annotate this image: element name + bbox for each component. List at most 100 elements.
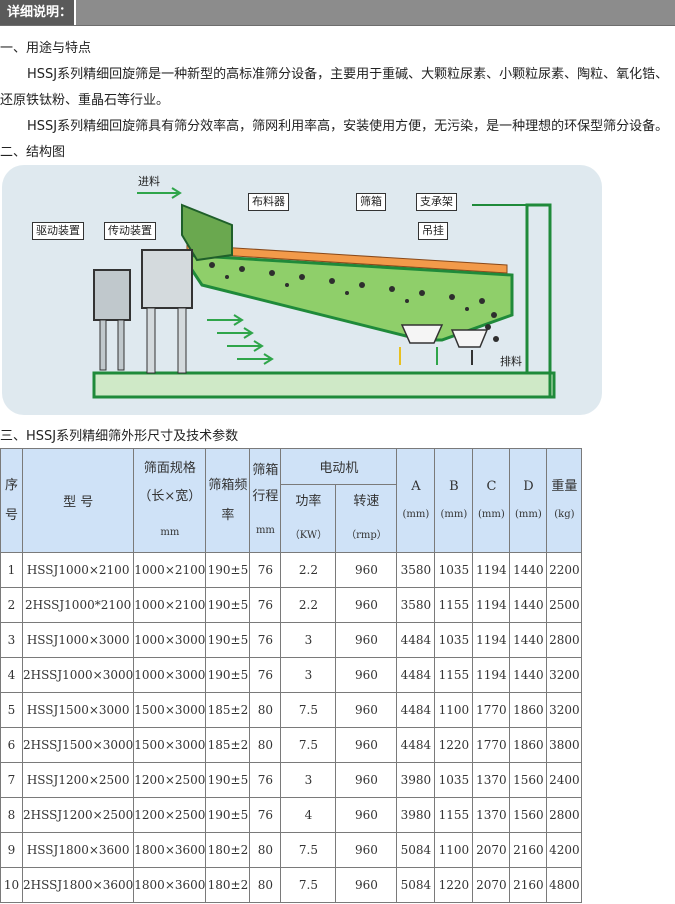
section-1-para-1-line-2: 还原铁钛粉、重晶石等行业。 xyxy=(0,93,170,108)
cell-c: 1194 xyxy=(472,622,511,658)
label-drive-device: 驱动装置 xyxy=(32,222,84,240)
cell-a: 4484 xyxy=(396,692,436,728)
header-weight-label: 重量 xyxy=(551,478,578,494)
cell-frequency: 185±2 xyxy=(205,727,251,763)
header-power: 功率 （KW） xyxy=(280,484,337,553)
header-c-label: C xyxy=(486,478,497,494)
screen-box-body xyxy=(179,253,514,342)
label-distributor: 布料器 xyxy=(248,193,289,211)
cell-speed: 960 xyxy=(335,657,398,693)
cell-d: 2160 xyxy=(509,832,548,868)
cell-frequency: 180±2 xyxy=(205,832,251,868)
header-b: B (mm) xyxy=(434,448,474,553)
cell-screen-size: 1800×3600 xyxy=(133,867,207,903)
cell-seq: 3 xyxy=(0,622,23,658)
cell-weight: 3200 xyxy=(546,657,583,693)
cell-weight: 2400 xyxy=(546,762,583,798)
cell-stroke: 80 xyxy=(249,867,282,903)
section-header-bar: 详细说明： xyxy=(0,0,675,26)
cell-d: 1440 xyxy=(509,587,548,623)
cell-a: 3980 xyxy=(396,762,436,798)
cell-a: 3580 xyxy=(396,552,436,588)
header-a: A (mm) xyxy=(396,448,436,553)
cell-d: 1440 xyxy=(509,657,548,693)
cell-b: 1155 xyxy=(434,797,474,833)
transmission-box xyxy=(141,249,193,309)
header-screen-size-unit: mm xyxy=(160,526,180,538)
cell-stroke: 76 xyxy=(249,797,282,833)
cell-speed: 960 xyxy=(335,552,398,588)
cell-speed: 960 xyxy=(335,797,398,833)
header-screen-size: 筛面规格（长×宽） mm xyxy=(133,448,207,553)
feed-chute xyxy=(181,203,233,262)
header-weight: 重量 (kg) xyxy=(546,448,583,553)
cell-d: 1440 xyxy=(509,622,548,658)
cell-power: 2.2 xyxy=(280,552,337,588)
cell-weight: 4800 xyxy=(546,867,583,903)
section-1-title: 一、用途与特点 xyxy=(0,41,92,56)
cell-power: 3 xyxy=(280,622,337,658)
header-d-unit: (mm) xyxy=(515,508,542,520)
header-a-unit: (mm) xyxy=(402,508,430,520)
cell-power: 3 xyxy=(280,762,337,798)
cell-weight: 2500 xyxy=(546,587,583,623)
cell-speed: 960 xyxy=(335,587,398,623)
cell-seq: 4 xyxy=(0,657,23,693)
header-weight-unit: (kg) xyxy=(554,508,575,520)
cell-b: 1035 xyxy=(434,762,474,798)
header-seq: 序号 xyxy=(0,448,23,553)
header-d-label: D xyxy=(523,478,534,494)
label-discharge: 排料 xyxy=(500,355,522,368)
header-power-unit: （KW） xyxy=(289,529,328,541)
structure-diagram-drawing xyxy=(92,187,556,399)
discharge-arrows xyxy=(399,347,473,365)
cell-d: 1440 xyxy=(509,552,548,588)
cell-d: 1560 xyxy=(509,762,548,798)
cell-screen-size: 1500×3000 xyxy=(133,692,207,728)
cell-power: 4 xyxy=(280,797,337,833)
cell-weight: 3200 xyxy=(546,692,583,728)
cell-weight: 2200 xyxy=(546,552,583,588)
cell-a: 4484 xyxy=(396,657,436,693)
cell-c: 1194 xyxy=(472,587,511,623)
label-transmission: 传动装置 xyxy=(104,222,156,240)
cell-stroke: 80 xyxy=(249,832,282,868)
structure-diagram: 进料 布料器 筛箱 支承架 驱动装置 传动装置 吊挂 排料 xyxy=(2,165,602,415)
header-stroke-label: 筛箱行程 xyxy=(252,462,279,504)
cell-d: 2160 xyxy=(509,867,548,903)
header-c: C (mm) xyxy=(472,448,511,553)
spec-table: 序号 型 号 筛面规格（长×宽） mm 筛箱频率 筛箱行程 mm 电动机 A (… xyxy=(0,448,583,903)
cell-frequency: 190±5 xyxy=(205,587,251,623)
cell-model: 2HSSJ1200×2500 xyxy=(21,797,135,833)
section-3-title: 三、HSSJ系列精细筛外形尺寸及技术参数 xyxy=(0,429,239,444)
cell-a: 3980 xyxy=(396,797,436,833)
cell-b: 1100 xyxy=(434,692,474,728)
cell-model: 2HSSJ1000×3000 xyxy=(21,657,135,693)
cell-stroke: 80 xyxy=(249,727,282,763)
cell-power: 7.5 xyxy=(280,692,337,728)
cell-c: 1194 xyxy=(472,657,511,693)
header-c-unit: (mm) xyxy=(478,508,505,520)
cell-screen-size: 1200×2500 xyxy=(133,762,207,798)
cell-c: 2070 xyxy=(472,832,511,868)
label-feed-in: 进料 xyxy=(138,175,160,188)
support-column xyxy=(525,203,552,397)
cell-frequency: 190±5 xyxy=(205,622,251,658)
cell-d: 1560 xyxy=(509,797,548,833)
cell-c: 1770 xyxy=(472,727,511,763)
cell-model: HSSJ1000×2100 xyxy=(21,552,135,588)
cell-model: HSSJ1800×3600 xyxy=(21,832,135,868)
cell-speed: 960 xyxy=(335,692,398,728)
cell-seq: 1 xyxy=(0,552,23,588)
cell-weight: 3800 xyxy=(546,727,583,763)
cell-model: 2HSSJ1500×3000 xyxy=(21,727,135,763)
cell-power: 3 xyxy=(280,657,337,693)
cell-frequency: 190±5 xyxy=(205,797,251,833)
cell-c: 1370 xyxy=(472,797,511,833)
cell-screen-size: 1000×3000 xyxy=(133,622,207,658)
